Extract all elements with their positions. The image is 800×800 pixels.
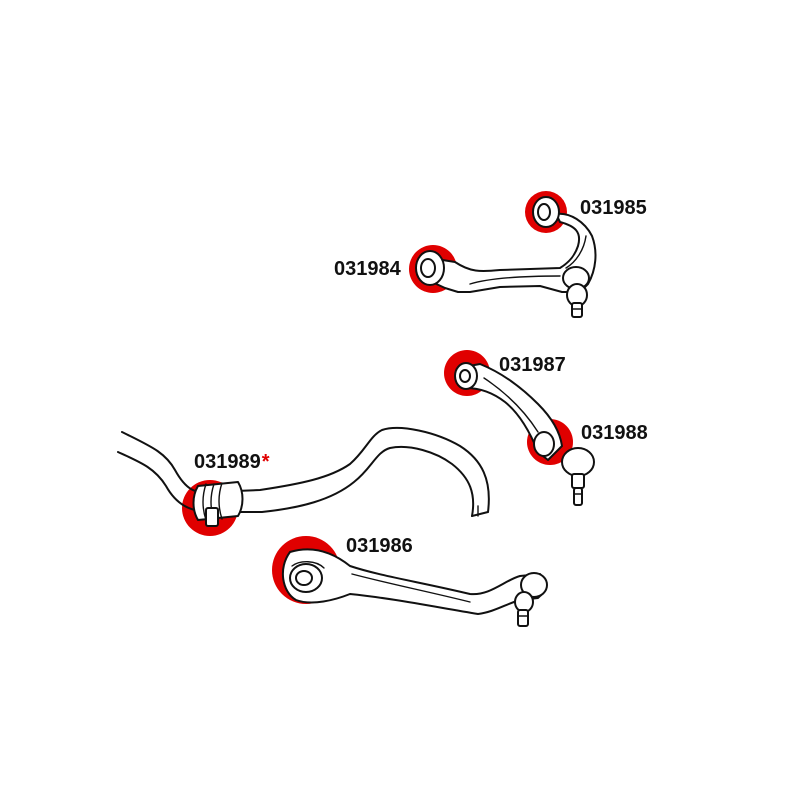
part-label-031984: 031984	[334, 258, 402, 280]
part-marker-asterisk: *	[262, 451, 270, 473]
lateral-link	[444, 350, 595, 506]
part-label-031987: 031987	[499, 354, 566, 376]
part-label-031989: 031989*	[194, 451, 270, 473]
upper-control-arm	[409, 191, 597, 318]
thrust-arm	[272, 536, 548, 627]
part-label-031986: 031986	[346, 535, 413, 557]
stabilizer-bar	[117, 427, 490, 536]
part-label-031988: 031988	[581, 422, 648, 444]
part-code-031989: 031989	[194, 451, 261, 473]
part-label-031985: 031985	[580, 197, 647, 219]
